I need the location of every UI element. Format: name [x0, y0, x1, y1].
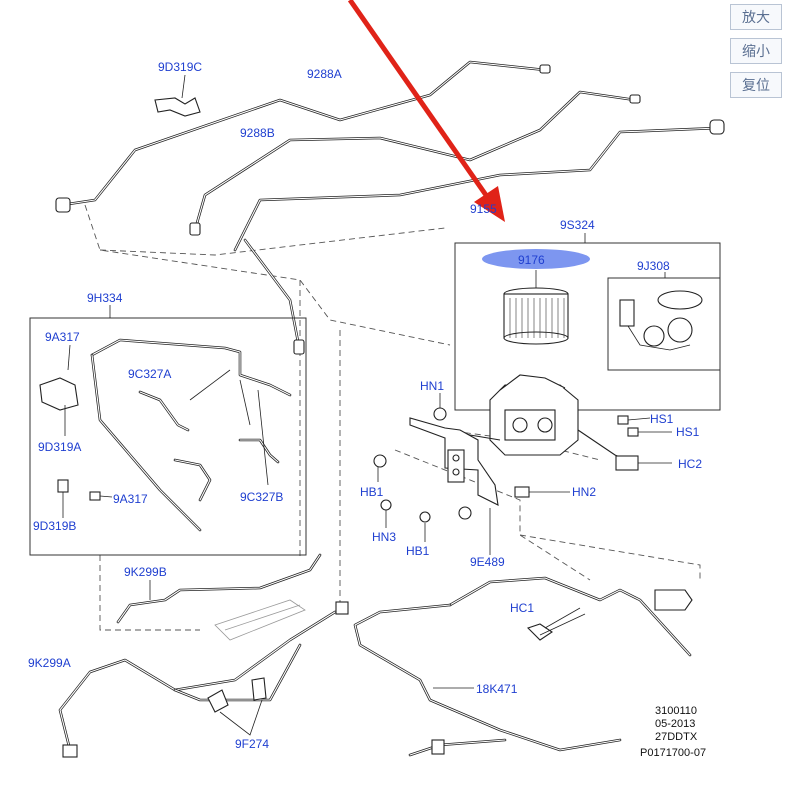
label-hb1-bottom[interactable]: HB1 — [406, 544, 430, 558]
info-line-1: 3100110 — [655, 705, 697, 717]
label-hn1[interactable]: HN1 — [420, 379, 444, 393]
fuel-line-9k299b — [116, 553, 322, 624]
label-hs1-b[interactable]: HS1 — [676, 425, 700, 439]
label-9288b[interactable]: 9288B — [240, 126, 275, 140]
zoom-out-button[interactable]: 缩小 — [730, 38, 782, 64]
label-hc1[interactable]: HC1 — [510, 601, 534, 615]
filter-element-9176 — [503, 270, 569, 345]
label-hn3[interactable]: HN3 — [372, 530, 396, 544]
label-hs1-a[interactable]: HS1 — [650, 412, 674, 426]
label-9d319c[interactable]: 9D319C — [158, 60, 202, 74]
filter-housing — [449, 374, 633, 463]
highlight-9176 — [482, 249, 590, 269]
screw-hs1-b — [627, 427, 639, 437]
label-18k471[interactable]: 18K471 — [476, 682, 518, 696]
reset-button[interactable]: 复位 — [730, 72, 782, 98]
reference-dashed-lines — [84, 204, 701, 631]
fuel-line-9288a — [55, 60, 551, 213]
filter-assembly-group — [454, 233, 721, 411]
label-9288a[interactable]: 9288A — [307, 67, 342, 81]
engine-fuel-rail — [214, 599, 306, 641]
info-line-2: 05-2013 — [655, 718, 695, 730]
label-9k299b[interactable]: 9K299B — [124, 565, 167, 579]
zoom-in-button[interactable]: 放大 — [730, 4, 782, 30]
washer-hb1 — [419, 511, 431, 523]
bolt-hb1-left — [373, 454, 387, 468]
connector-hn2 — [514, 486, 530, 498]
clip-9d319c — [154, 74, 201, 117]
fuel-line-9k299a — [58, 601, 349, 758]
label-9c327b[interactable]: 9C327B — [240, 490, 283, 504]
label-9j308[interactable]: 9J308 — [637, 259, 670, 273]
nut-hn1 — [433, 407, 447, 421]
label-hb1-left[interactable]: HB1 — [360, 485, 384, 499]
label-9d319b[interactable]: 9D319B — [33, 519, 76, 533]
info-line-4: P0171700-07 — [640, 747, 706, 759]
bolt-9e489 — [458, 506, 472, 520]
label-9f274[interactable]: 9F274 — [235, 737, 269, 751]
mounting-bracket — [409, 417, 499, 506]
nut-hn3 — [380, 499, 392, 511]
label-hc2[interactable]: HC2 — [678, 457, 702, 471]
fuel-line-18k471 — [353, 576, 693, 757]
label-9176[interactable]: 9176 — [518, 253, 545, 267]
label-9k299a[interactable]: 9K299A — [28, 656, 71, 670]
label-9h334[interactable]: 9H334 — [87, 291, 123, 305]
drawing-info-block: 3100110 05-2013 27DDTX P0171700-07 — [640, 705, 706, 759]
part-labels: 9D319C 9288A 9288B 9155 9S324 9176 9J308… — [28, 60, 702, 751]
label-9e489[interactable]: 9E489 — [470, 555, 505, 569]
label-9155[interactable]: 9155 — [470, 202, 497, 216]
label-9a317-top[interactable]: 9A317 — [45, 330, 80, 344]
clip-9f274 — [207, 677, 267, 736]
label-9a317-bottom[interactable]: 9A317 — [113, 492, 148, 506]
info-line-3: 27DDTX — [655, 731, 698, 743]
red-annotation-arrow — [347, 0, 505, 222]
label-9s324[interactable]: 9S324 — [560, 218, 595, 232]
clip-hc2 — [615, 455, 639, 471]
fuel-line-9288b — [189, 90, 725, 355]
label-9c327a[interactable]: 9C327A — [128, 367, 171, 381]
sub-assembly-9h334 — [29, 305, 307, 556]
label-9d319a[interactable]: 9D319A — [38, 440, 81, 454]
water-sensor-9j308 — [619, 290, 703, 351]
label-hn2[interactable]: HN2 — [572, 485, 596, 499]
screw-hs1-a — [617, 415, 629, 425]
fasteners — [373, 393, 672, 555]
